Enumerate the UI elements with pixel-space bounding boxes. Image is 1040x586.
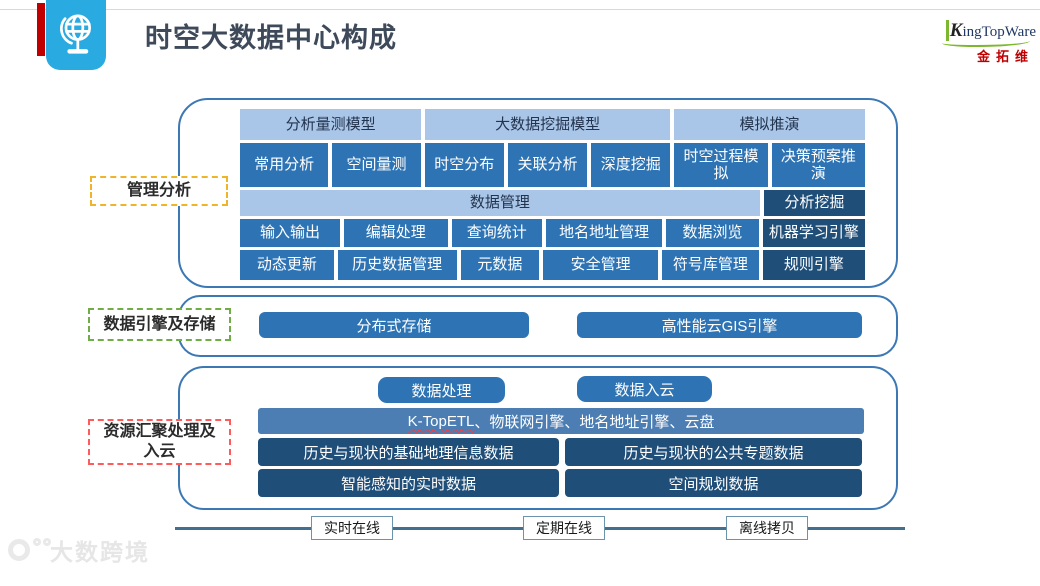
cell-association-analysis: 关联分析 [507,143,588,187]
logo-swoosh [942,37,1030,47]
cell-process-simulation: 时空过程模拟 [674,143,768,187]
box-data-processing: 数据处理 [378,377,505,403]
ktopetl-text: K-TopETL [407,412,475,430]
cell-spatial-measure: 空间量测 [332,143,421,187]
box-ktopetl-engines: K-TopETL、物联网引擎、地名地址引擎、云盘 [258,408,864,434]
cell-bigdata-mining-model: 大数据挖掘模型 [425,109,670,140]
cell-simulation-deduction: 模拟推演 [673,109,865,140]
globe-icon-glyph [60,14,91,54]
management-grid: 分析量测模型 大数据挖掘模型 模拟推演 常用分析 空间量测 时空分布 关联分析 … [240,109,865,280]
cell-analysis-measure-model: 分析量测模型 [240,109,422,140]
cell-edit-processing: 编辑处理 [344,219,448,247]
cell-data-management: 数据管理 [240,190,760,216]
cell-placename-address-management: 地名地址管理 [545,219,663,247]
section-data-engine-storage: 分布式存储 高性能云GIS引擎 [178,295,898,357]
page-title: 时空大数据中心构成 [145,23,397,53]
cell-dynamic-update: 动态更新 [240,250,334,280]
timeline-periodic-online: 定期在线 [523,516,605,540]
box-history-public-theme-data: 历史与现状的公共专题数据 [565,438,862,466]
cell-data-browse: 数据浏览 [666,219,759,247]
cell-symbol-library-management: 符号库管理 [662,250,759,280]
top-divider [0,9,1040,10]
section-resource-ingest: 数据处理 数据入云 K-TopETL、物联网引擎、地名地址引擎、云盘 历史与现状… [178,366,898,510]
engines-text: 、物联网引擎、地名地址引擎、云盘 [474,413,715,431]
cell-spatiotemporal-distribution: 时空分布 [424,143,504,187]
label-management-analysis: 管理分析 [90,176,228,206]
box-spatial-planning-data: 空间规划数据 [565,469,862,497]
cell-metadata: 元数据 [460,250,540,280]
watermark-logo-dots [33,538,51,546]
watermark: 大数跨境 [8,533,150,567]
data-tools-row-2: 动态更新 历史数据管理 元数据 安全管理 符号库管理 规则引擎 [240,250,865,280]
kingtopware-logo: KingTopWare 金拓维 [936,20,1036,65]
cell-common-analysis: 常用分析 [240,143,329,187]
watermark-logo [8,538,51,561]
label-resource-ingest: 资源汇聚处理及 入云 [88,419,231,465]
label-resource-ingest-line1: 资源汇聚处理及 [103,423,216,440]
cell-input-output: 输入输出 [240,219,341,247]
cell-machine-learning-engine: 机器学习引擎 [762,219,865,247]
box-distributed-storage: 分布式存储 [259,312,529,338]
model-header-row: 分析量测模型 大数据挖掘模型 模拟推演 [240,109,865,140]
box-history-basic-geo-data: 历史与现状的基础地理信息数据 [258,438,559,466]
cell-decision-plan-deduction: 决策预案推演 [771,143,865,187]
cell-deep-mining: 深度挖掘 [591,143,671,187]
timeline-realtime-online: 实时在线 [311,516,393,540]
cell-security-management: 安全管理 [543,250,659,280]
data-management-row: 数据管理 分析挖掘 [240,190,865,216]
logo-cn-text: 金拓维 [976,49,1034,64]
label-data-engine-storage: 数据引擎及存储 [88,308,231,341]
logo-wordmark: KingTopWare [936,20,1036,42]
box-cloud-gis-engine: 高性能云GIS引擎 [577,312,862,338]
model-items-row: 常用分析 空间量测 时空分布 关联分析 深度挖掘 时空过程模拟 决策预案推演 [240,143,865,187]
watermark-text: 大数跨境 [50,539,150,565]
label-resource-ingest-line2: 入云 [143,443,176,460]
logo-en-text: ingTopWare [962,24,1036,40]
logo-k-mark: K [945,20,963,41]
box-smart-realtime-data: 智能感知的实时数据 [258,469,559,497]
cell-history-data-management: 历史数据管理 [337,250,457,280]
data-tools-row-1: 输入输出 编辑处理 查询统计 地名地址管理 数据浏览 机器学习引擎 [240,219,865,247]
cell-analysis-mining: 分析挖掘 [763,190,865,216]
box-data-to-cloud: 数据入云 [577,376,712,402]
red-accent-bar [37,3,45,56]
cell-query-statistics: 查询统计 [451,219,542,247]
cell-rule-engine: 规则引擎 [762,250,865,280]
timeline-offline-copy: 离线拷贝 [726,516,808,540]
globe-icon [46,0,106,70]
